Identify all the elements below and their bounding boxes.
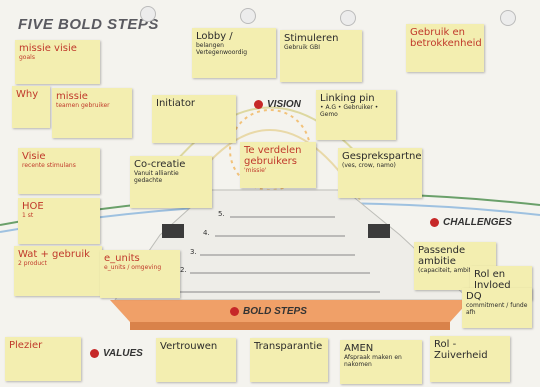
bold-steps-dot-icon [230,307,239,316]
sticky-note[interactable]: Initiator [152,95,236,143]
challenges-dot-icon [430,218,439,227]
values-dot-icon [90,349,99,358]
vision-label: VISION [254,99,301,110]
magnet-pin [500,10,516,26]
step-number: 2. [180,266,187,274]
sticky-note[interactable]: Why [12,86,50,128]
magnet-pin [340,10,356,26]
values-label: VALUES [90,348,143,359]
sticky-note[interactable]: Rol - Zuiverheid [430,336,510,382]
step-number: 5. [218,210,225,218]
board-title: FIVE BOLD STEPS [18,16,159,33]
sticky-note[interactable]: Linking pin• A.G • Gebruiker • Gemo [316,90,396,140]
sticky-note[interactable]: Lobby /belangen Vertegenwoordig [192,28,276,78]
challenges-label: CHALLENGES [430,217,512,228]
sticky-note[interactable]: Te verdelen gebruikers'missie' [240,142,316,188]
step-number: 3. [190,248,197,256]
magnet-pin [140,6,156,22]
sticky-note[interactable]: Gesprekspartner(ves, crow, namo) [338,148,422,198]
step-number: 4. [203,229,210,237]
sticky-note[interactable]: Plezier [5,337,81,381]
magnet-pin [240,8,256,24]
bold-steps-label: BOLD STEPS [230,306,307,317]
sticky-note[interactable]: Vertrouwen [156,338,236,382]
sticky-note[interactable]: Gebruik en betrokkenheid [406,24,484,72]
sticky-note[interactable]: Transparantie [250,338,328,382]
vision-dot-icon [254,100,263,109]
